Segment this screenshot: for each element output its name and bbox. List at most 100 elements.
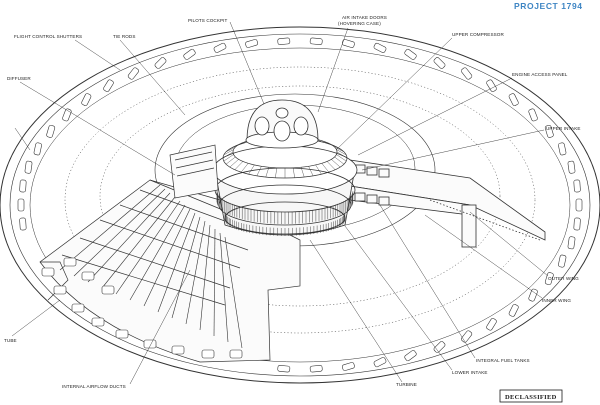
compressor-vane (334, 146, 345, 152)
label-tube: TUBE (4, 338, 17, 343)
compressor-vane (234, 161, 244, 170)
compressor-vane (256, 166, 262, 176)
rim-port (567, 160, 576, 174)
compressor-vane (265, 167, 270, 178)
rim-port (309, 37, 323, 45)
duct-vane (199, 224, 211, 331)
duct-ports (41, 257, 243, 359)
callout-labels: PILOTS COCKPIT AIR INTAKE DOORS (HOVERIN… (4, 15, 581, 389)
compressor-vane (292, 167, 295, 178)
compressor-vane (336, 154, 347, 162)
rim-port (404, 48, 417, 60)
compressor-vane (326, 161, 336, 170)
label-diffuser: DIFFUSER (7, 76, 31, 81)
rim-port (573, 217, 581, 231)
duct-vane (171, 216, 201, 319)
rim-port (508, 304, 519, 317)
duct-vane (213, 228, 216, 337)
duct-vane (115, 200, 181, 295)
rim-port (373, 42, 387, 53)
duct-vane (185, 220, 206, 325)
duct-vane (59, 184, 161, 271)
compressor-vane (308, 166, 314, 176)
rim-port (573, 179, 581, 193)
compressor-vane (234, 142, 243, 147)
central-engine (212, 145, 358, 236)
compressor-vane (300, 167, 305, 178)
rim-port (486, 79, 497, 92)
duct-port (115, 329, 129, 339)
rim-port (33, 142, 42, 156)
rim-port (81, 93, 92, 106)
duct-vane (143, 208, 191, 307)
rim-port (277, 37, 291, 45)
control-shutter-box (169, 144, 219, 199)
duct-port (41, 267, 55, 277)
compressor-vane (321, 163, 329, 173)
rim-port (461, 67, 473, 80)
duct-vane (129, 204, 186, 301)
compressor-vane (315, 164, 322, 175)
rim-port (528, 108, 538, 122)
rim-port (404, 350, 417, 362)
label-upper-intake: UPPER INTAKE (546, 126, 581, 131)
duct-port (101, 285, 115, 295)
label-turbine: TURBINE (396, 382, 417, 387)
compressor-vane (229, 159, 239, 168)
compressor-vane (223, 154, 234, 162)
duct-port (201, 349, 215, 359)
duct-port (81, 271, 95, 281)
outer-hull (0, 26, 600, 384)
rim-port (17, 198, 25, 212)
rim-port (528, 288, 538, 302)
rim-port (103, 79, 114, 92)
rim-port (127, 67, 139, 80)
label-tie-rods: TIE RODS (113, 34, 136, 39)
compressor-vane (331, 144, 341, 150)
rim-port (433, 57, 446, 69)
compressor-vane (327, 142, 336, 147)
rim-port (486, 318, 497, 331)
internal-airflow-ducts (59, 184, 243, 349)
rim-port (309, 365, 323, 373)
label-inner-wing: INNER WING (542, 298, 571, 303)
stamp-text: DECLASSIFIED (505, 394, 557, 401)
compressor-vane (248, 164, 255, 175)
label-air-intake-doors: AIR INTAKE DOORS (342, 15, 387, 20)
compressor-vane (336, 151, 348, 159)
compressor-vane (223, 149, 234, 156)
compressor-vane (334, 156, 345, 165)
duct-vane (219, 232, 229, 343)
duct-vane (224, 236, 243, 349)
duct-port (53, 285, 67, 295)
compressor-vane (225, 156, 236, 165)
duct-port (171, 345, 185, 355)
label-pilots-cockpit: PILOTS COCKPIT (188, 18, 228, 23)
rim-port (24, 160, 33, 174)
rim-port (373, 357, 387, 368)
label-upper-compressor: UPPER COMPRESSOR (452, 32, 504, 37)
rim-port (46, 124, 56, 138)
compressor-vane (241, 163, 249, 173)
leader-lines (11, 21, 549, 385)
rim-port (245, 39, 259, 48)
rim-port (341, 39, 355, 48)
rim-port (341, 362, 355, 371)
duct-vane (101, 196, 176, 289)
rim-port (508, 93, 519, 106)
duct-vane (73, 188, 166, 277)
label-air-intake-doors-sub: (HOVERING CASE) (338, 21, 381, 26)
rim-port (567, 236, 576, 250)
project-title: PROJECT 1794 (514, 1, 583, 11)
declassified-stamp: DECLASSIFIED (499, 389, 563, 403)
label-lower-intake: LOWER INTAKE (452, 370, 488, 375)
compressor-vane (222, 151, 234, 159)
rim-port (277, 365, 291, 373)
label-engine-access-panel: ENGINE ACCESS PANEL (512, 72, 568, 77)
rim-port (19, 217, 27, 231)
rim-port (183, 48, 196, 60)
duct-port (71, 303, 85, 313)
flight-control-ports (17, 37, 583, 373)
